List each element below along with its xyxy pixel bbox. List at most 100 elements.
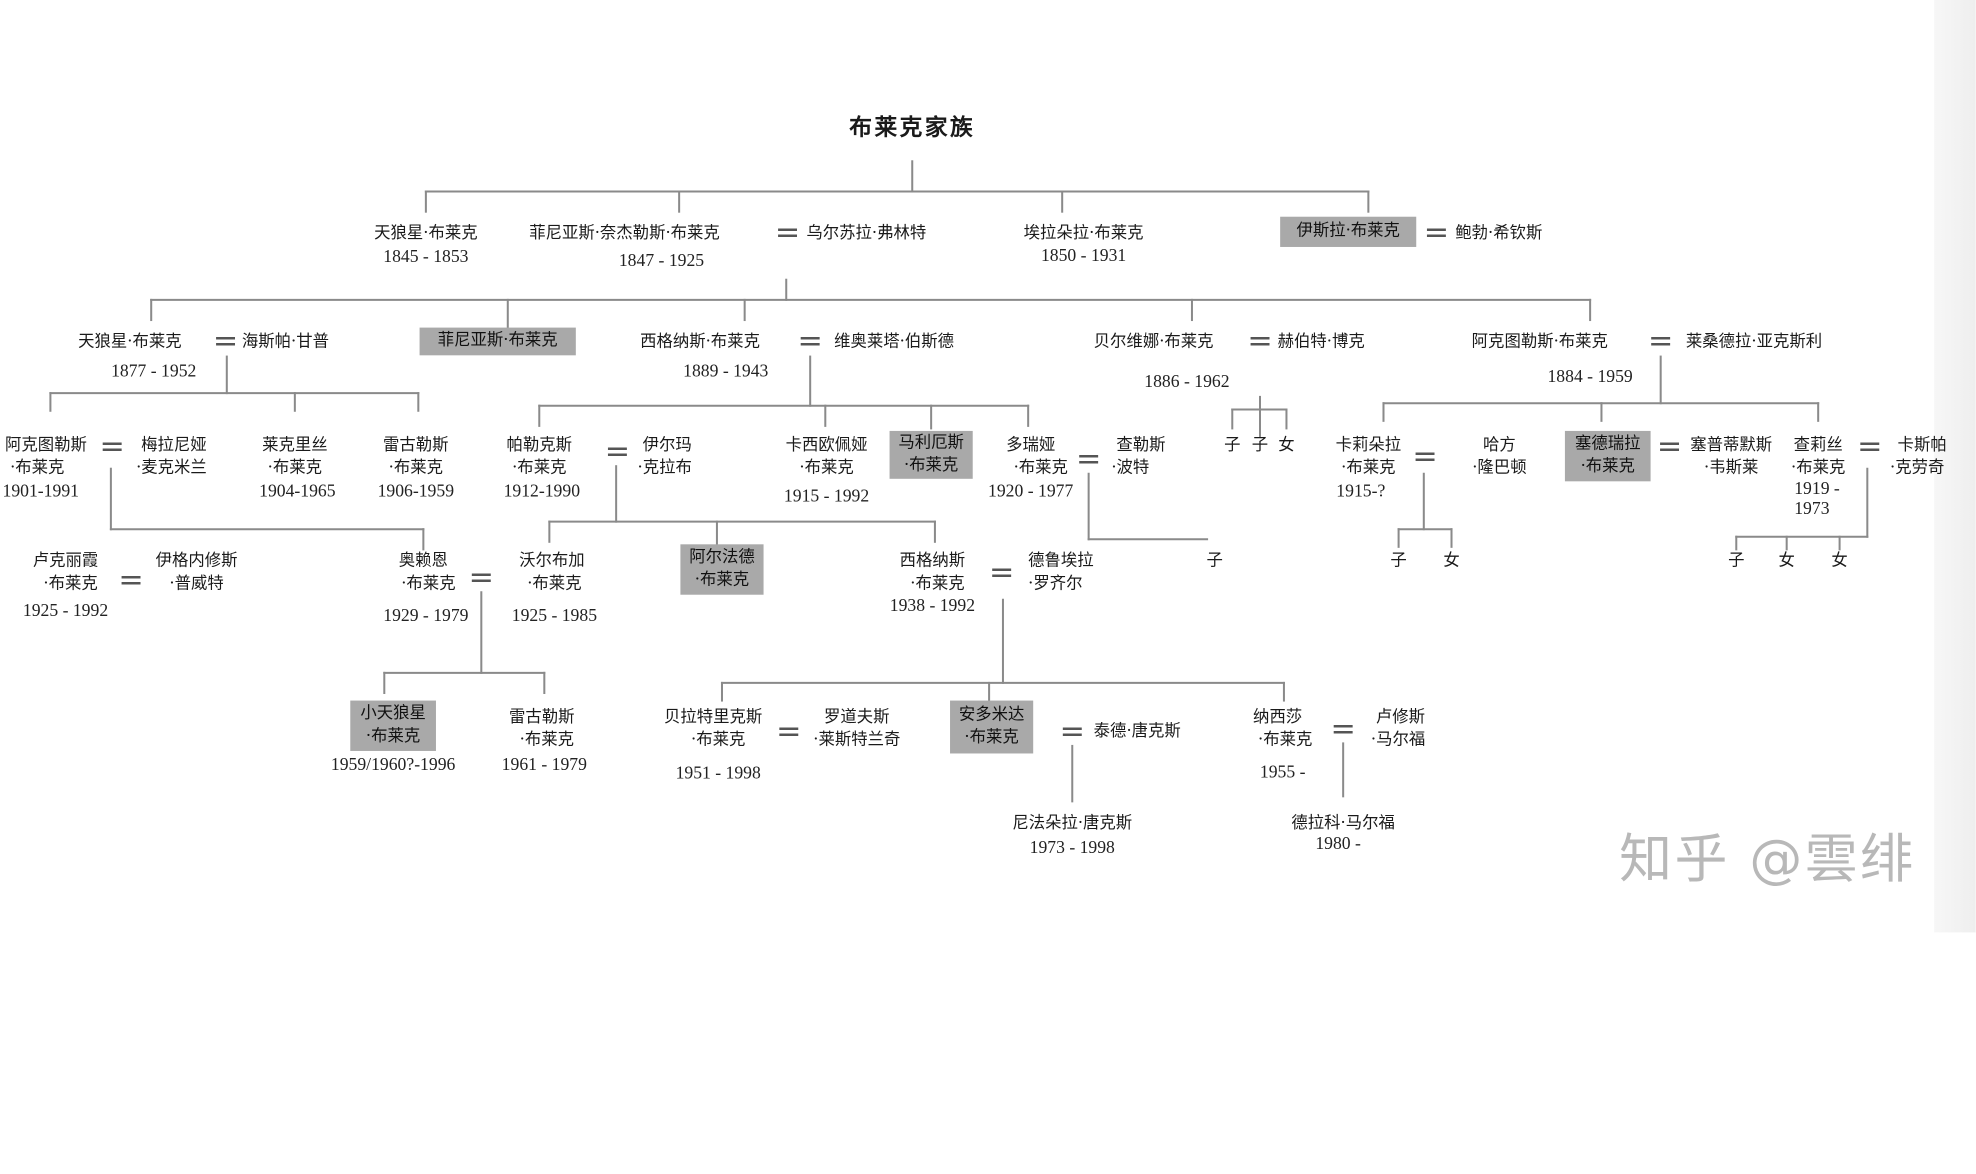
person-cassiopeia-years: 1915 - 1992 [783, 487, 870, 507]
person-regulus-1-years: 1906-1959 [377, 482, 455, 502]
tree-connector-lines [49, 160, 1869, 803]
page-edge-shadow [1934, 0, 1976, 933]
person-charis-years2: 1973 [1794, 500, 1830, 520]
person-phineas-2-name: 菲尼亚斯·布莱克 [437, 331, 558, 351]
person-ignatius-name2: ·普威特 [169, 574, 224, 594]
person-melania-name2: ·麦克米兰 [136, 458, 207, 478]
person-ted-name: 泰德·唐克斯 [1093, 721, 1181, 741]
child-callidora-1: 子 [1390, 551, 1407, 571]
person-lucretia-name1: 卢克丽霞 [32, 551, 99, 571]
person-bellatrix-name1: 贝拉特里克斯 [664, 708, 763, 728]
person-pollux-name1: 帕勒克斯 [506, 435, 573, 455]
highlight-marius: 马利厄斯 ·布莱克 [889, 430, 973, 479]
marriage-symbol: = [118, 561, 144, 598]
watermark-text: 知乎 @雲绯 [1619, 827, 1916, 890]
marriage-symbol: = [989, 554, 1015, 590]
person-lycoris-name2: ·布莱克 [267, 458, 323, 478]
person-narcissa-name1: 纳西莎 [1253, 708, 1303, 728]
person-regulus-2-name2: ·布莱克 [519, 730, 575, 750]
person-cassiopeia-name2: ·布莱克 [799, 458, 854, 478]
person-charis-name1: 查莉丝 [1793, 435, 1843, 455]
child-charis-2: 女 [1778, 551, 1795, 571]
person-alphard-name2: ·布莱克 [694, 570, 750, 590]
highlight-cedrella: 塞德瑞拉 ·布莱克 [1564, 430, 1651, 482]
marriage-symbol: = [468, 559, 494, 595]
person-belvina-years: 1886 - 1962 [1144, 372, 1230, 392]
person-arcturus-name: 阿克图勒斯·布莱克 [1471, 332, 1608, 352]
child-charis-3: 女 [1831, 551, 1848, 571]
person-dorea-years: 1920 - 1977 [988, 482, 1074, 502]
person-violetta-name: 维奥莱塔·伯斯德 [834, 332, 954, 352]
person-cygnus-2-name1: 西格纳斯 [899, 551, 966, 571]
person-herbert-name: 赫伯特·博克 [1277, 332, 1365, 352]
person-rodolphus-name1: 罗道夫斯 [824, 708, 890, 728]
person-andromeda-name2: ·布莱克 [964, 728, 1019, 748]
person-callidora-years: 1915-? [1336, 482, 1386, 502]
person-isla-name: 伊斯拉·布莱克 [1296, 221, 1400, 241]
person-druella-name1: 德鲁埃拉 [1028, 551, 1094, 571]
person-orion-name1: 奥赖恩 [398, 551, 448, 571]
person-alphard-name1: 阿尔法德 [689, 548, 755, 567]
person-lucretia-name2: ·布莱克 [43, 574, 98, 594]
person-cassiopeia-name1: 卡西欧佩娅 [785, 435, 868, 455]
person-charis-years1: 1919 - [1794, 480, 1840, 499]
person-draco-name: 德拉科·马尔福 [1291, 813, 1395, 833]
person-orion-years: 1929 - 1979 [383, 607, 469, 627]
person-pollux-years: 1912-1990 [503, 482, 581, 502]
marriage-symbol: = [99, 428, 125, 464]
person-lucius-name2: ·马尔福 [1370, 730, 1426, 750]
person-lycoris-years: 1904-1965 [259, 482, 336, 502]
marriage-symbol: = [1857, 428, 1883, 464]
highlight-phineas-2: 菲尼亚斯·布莱克 [419, 327, 576, 356]
person-bellatrix-years: 1951 - 1998 [675, 764, 761, 784]
person-marius-name2: ·布莱克 [903, 456, 959, 476]
child-charis-1: 子 [1728, 551, 1745, 571]
diagram-title: 布莱克家族 [849, 114, 976, 142]
person-walburga-years: 1925 - 1985 [511, 607, 598, 627]
person-cygnus-name: 西格纳斯·布莱克 [640, 332, 760, 352]
person-orion-name2: ·布莱克 [401, 574, 456, 594]
person-arcturus-years: 1884 - 1959 [1547, 367, 1633, 387]
person-walburga-name1: 沃尔布加 [519, 551, 585, 571]
marriage-symbol: = [1059, 713, 1085, 749]
person-charlus-name1: 查勒斯 [1116, 435, 1166, 455]
child-belvina-2: 子 [1251, 435, 1269, 455]
child-belvina-1: 子 [1224, 435, 1241, 455]
marriage-symbol: = [1656, 428, 1683, 464]
person-irma-name2: ·克拉布 [637, 458, 692, 478]
person-arcturus-2-name1: 阿克图勒斯 [5, 435, 87, 455]
person-cygnus-years: 1889 - 1943 [683, 362, 769, 382]
marriage-symbol: = [1423, 214, 1450, 250]
person-arcturus-2-name2: ·布莱克 [10, 458, 65, 478]
person-melania-name1: 梅拉尼娅 [141, 435, 207, 455]
person-marius-name1: 马利厄斯 [898, 433, 964, 453]
person-sirius-2-years: 1877 - 1952 [111, 362, 197, 382]
person-sirius-3-name1: 小天狼星 [360, 704, 426, 724]
person-bob-name: 鲍勃·希钦斯 [1455, 224, 1543, 244]
person-phineas-years: 1847 - 1925 [618, 252, 705, 271]
marriage-symbol: = [776, 713, 802, 749]
person-phineas-name: 菲尼亚斯·奈杰勒斯·布莱克 [529, 224, 720, 244]
person-cygnus-2-years: 1938 - 1992 [889, 597, 976, 617]
person-caspar-name2: ·克劳奇 [1890, 458, 1945, 478]
person-bellatrix-name2: ·布莱克 [691, 730, 746, 750]
person-sirius-1-name: 天狼星·布莱克 [374, 224, 478, 244]
marriage-symbol: = [1330, 710, 1356, 746]
marriage-symbol: = [604, 433, 631, 469]
highlight-sirius-3: 小天狼星 ·布莱克 [350, 700, 436, 751]
person-draco-years: 1980 - [1315, 835, 1361, 855]
marriage-symbol: = [1412, 438, 1438, 474]
person-pollux-name2: ·布莱克 [512, 458, 567, 478]
person-regulus-1-name2: ·布莱克 [388, 458, 443, 478]
person-cedrella-name2: ·布莱克 [1580, 457, 1635, 477]
person-charlus-name2: ·波特 [1111, 458, 1150, 478]
marriage-symbol: = [774, 214, 801, 250]
person-ursula-name: 乌尔苏拉·弗林特 [806, 224, 927, 244]
person-rodolphus-name2: ·莱斯特兰奇 [813, 730, 901, 750]
highlight-isla: 伊斯拉·布莱克 [1280, 216, 1417, 247]
person-hesper-name: 海斯帕·甘普 [241, 332, 330, 352]
person-dorea-name1: 多瑞娅 [1006, 435, 1056, 455]
person-narcissa-name2: ·布莱克 [1258, 730, 1313, 750]
person-nymphadora-name: 尼法朵拉·唐克斯 [1012, 813, 1133, 833]
person-harfang-name1: 哈方 [1483, 435, 1516, 455]
